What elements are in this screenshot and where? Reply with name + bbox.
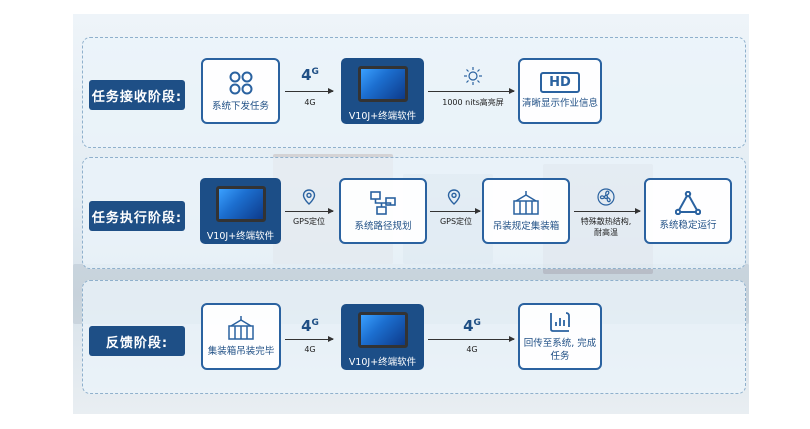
- step-label: 集装箱吊装完毕: [207, 346, 275, 357]
- step-label: 清晰显示作业信息: [521, 98, 598, 109]
- step-path-planning: 系统路径规划: [339, 178, 427, 244]
- step-label: 系统稳定运行: [659, 219, 717, 231]
- arrow: [574, 208, 641, 214]
- arrow: [285, 208, 334, 214]
- connector-label: 4G: [304, 345, 316, 354]
- connector-4g: 4G: [450, 315, 494, 334]
- connector-label: 特殊散热结构, 耐高温: [580, 217, 632, 237]
- connector-gps: [431, 189, 477, 205]
- arrow: [285, 88, 334, 94]
- step-report-back: 回传至系统, 完成 任务: [518, 303, 602, 370]
- location-pin-icon: [447, 189, 461, 205]
- connector-cooling: [573, 188, 639, 206]
- device-v10j: V10J+终端软件: [200, 178, 281, 244]
- connector-label: 4G: [304, 98, 316, 107]
- connector-label: GPS定位: [292, 217, 326, 226]
- step-stable-operation: 系统稳定运行: [644, 178, 732, 244]
- connector-label: 4G: [466, 345, 478, 354]
- step-system-dispatch: 系统下发任务: [201, 58, 280, 124]
- connector-label: GPS定位: [439, 217, 473, 226]
- fan-icon: [597, 188, 615, 206]
- tablet-image: [215, 186, 266, 222]
- connector-brightness: [428, 66, 518, 86]
- device-label: V10J+终端软件: [348, 357, 417, 368]
- network-icon: [370, 190, 396, 215]
- hd-icon: HD: [540, 72, 580, 93]
- 4g-icon: 4G: [301, 66, 319, 84]
- device-label: V10J+终端软件: [348, 111, 417, 122]
- device-label: V10J+终端软件: [206, 231, 275, 242]
- device-v10j: V10J+终端软件: [341, 304, 424, 370]
- connector-4g: 4G: [288, 64, 332, 83]
- location-pin-icon: [302, 189, 316, 205]
- 4g-icon: 4G: [301, 317, 319, 335]
- step-label: 系统路径规划: [354, 220, 412, 232]
- tablet-image: [357, 312, 408, 348]
- connector-label: 1000 nits高亮屏: [442, 98, 504, 107]
- 4g-icon: 4G: [463, 317, 481, 335]
- step-label: 吊装规定集装箱: [492, 220, 560, 232]
- apps-icon: [229, 71, 252, 94]
- sun-icon: [464, 67, 482, 85]
- arrow: [430, 208, 481, 214]
- connector-4g: 4G: [288, 315, 332, 334]
- container-crane-icon: [513, 190, 539, 215]
- arrow: [428, 336, 515, 342]
- step-label: 系统下发任务: [211, 100, 269, 112]
- tablet-image: [357, 66, 408, 102]
- triangle-nodes-icon: [675, 190, 701, 215]
- step-label: 回传至系统, 完成 任务: [523, 337, 597, 362]
- step-display-info: HD 清晰显示作业信息: [518, 58, 602, 124]
- lane-label-execute: 任务执行阶段:: [89, 201, 185, 231]
- container-crane-icon: [228, 316, 254, 340]
- step-lift-complete: 集装箱吊装完毕: [201, 303, 281, 370]
- lane-label-receive: 任务接收阶段:: [89, 80, 185, 110]
- connector-gps: [286, 189, 332, 205]
- lane-label-feedback: 反馈阶段:: [89, 326, 185, 356]
- device-v10j: V10J+终端软件: [341, 58, 424, 124]
- arrow: [428, 88, 515, 94]
- bar-chart-icon: [550, 311, 570, 332]
- arrow: [285, 336, 334, 342]
- step-lift-container: 吊装规定集装箱: [482, 178, 570, 244]
